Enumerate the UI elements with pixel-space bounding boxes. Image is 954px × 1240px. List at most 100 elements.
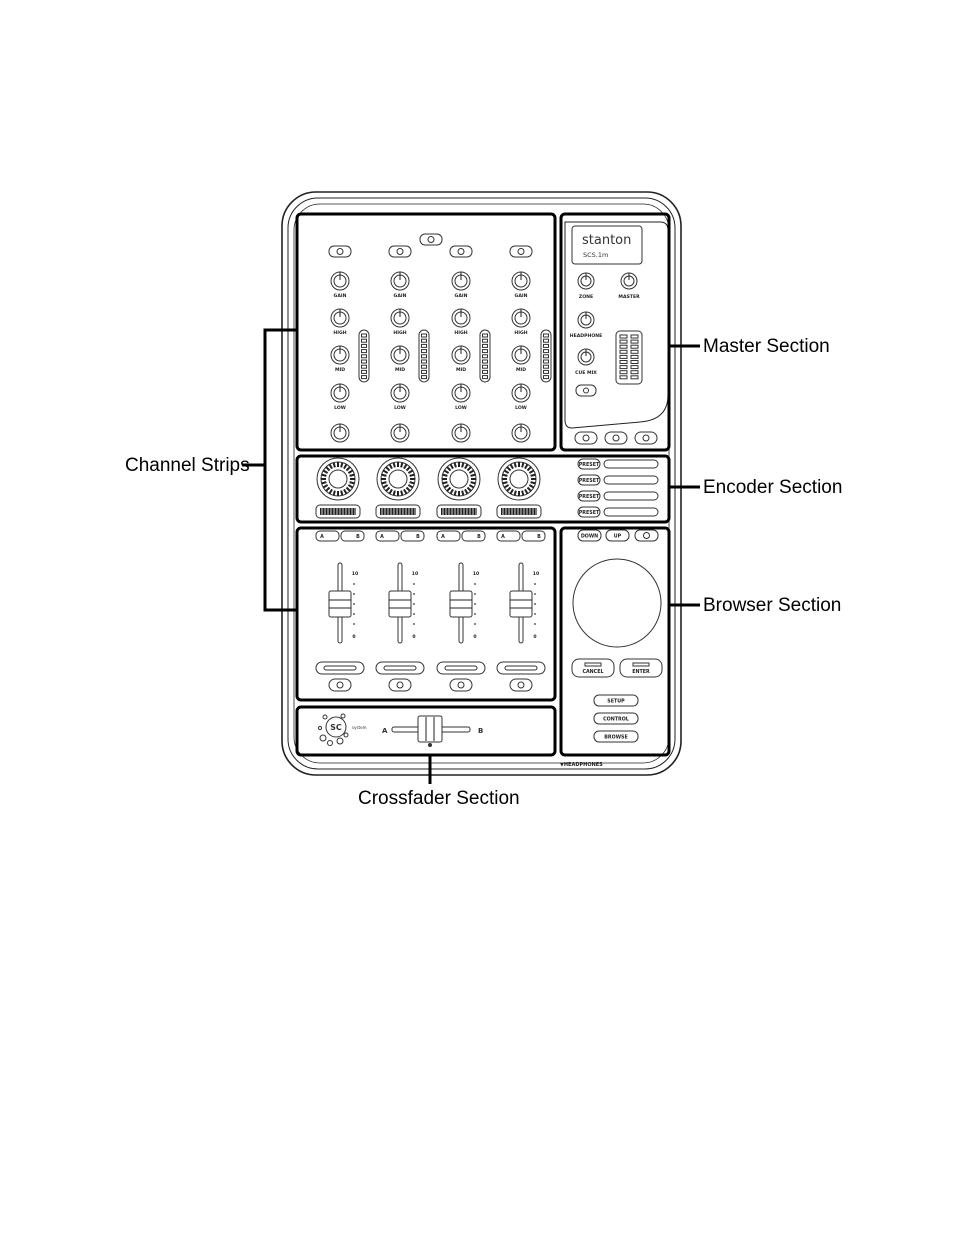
channel-1-knob-label: GAIN	[334, 293, 347, 299]
model-text: SCS.1m	[583, 251, 608, 259]
preset-button-1[interactable]	[577, 458, 601, 470]
channel-1-knob-3[interactable]	[330, 345, 350, 365]
channel-4-b-label: B	[537, 534, 541, 540]
channel-2-fader-knob[interactable]	[388, 590, 412, 618]
channel-2-knob-label: HIGH	[393, 330, 406, 336]
setup-label: SETUP	[607, 699, 625, 705]
channel-2-knob-label: LOW	[394, 405, 406, 411]
encoder-1[interactable]	[316, 457, 360, 501]
channel-2-b-button[interactable]	[400, 530, 425, 542]
zone-knob[interactable]	[577, 272, 595, 290]
cancel-label: CANCEL	[582, 669, 603, 675]
channel-3-knob-2[interactable]	[451, 308, 471, 328]
channel-1-knob-label: MID	[335, 367, 345, 373]
channel-3-knob-5[interactable]	[451, 423, 471, 443]
crossfader-area: SC system A B	[317, 713, 483, 747]
down-button[interactable]	[577, 529, 602, 542]
channel-1-a-button[interactable]	[315, 530, 340, 542]
channel-faders-outline	[295, 526, 557, 702]
channel-2-knob-3[interactable]	[390, 345, 410, 365]
channel-3-fader-knob[interactable]	[449, 590, 473, 618]
crossfader-knob[interactable]	[417, 715, 443, 743]
up-label: UP	[614, 534, 622, 540]
channel-3-a-label: A	[441, 534, 445, 540]
channel-4-knob-5[interactable]	[511, 423, 531, 443]
channel-3-knob-label: GAIN	[455, 293, 468, 299]
channel-4-knob-1[interactable]	[511, 271, 531, 291]
channel-4-knob-4[interactable]	[511, 383, 531, 403]
browser-outline	[559, 526, 671, 757]
channel-2-a-button[interactable]	[375, 530, 400, 542]
enter-button[interactable]	[619, 658, 663, 678]
browser-section-label: Browser Section	[703, 595, 841, 616]
preset-label-3: PRESET	[579, 494, 600, 500]
control-button[interactable]	[593, 712, 639, 725]
encoder-3[interactable]	[437, 457, 481, 501]
channel-4-b-button[interactable]	[521, 530, 546, 542]
setup-button[interactable]	[593, 694, 639, 707]
browse-label: BROWSE	[604, 735, 627, 741]
channel-2-knob-4[interactable]	[390, 383, 410, 403]
channel-3-knob-3[interactable]	[451, 345, 471, 365]
channel-1-knob-2[interactable]	[330, 308, 350, 328]
channel-4-fader-knob[interactable]	[509, 590, 533, 618]
channel-2-knob-5[interactable]	[390, 423, 410, 443]
channel-4-a-button[interactable]	[496, 530, 521, 542]
control-label: CONTROL	[603, 717, 629, 723]
cue-mix-label: CUE MIX	[575, 370, 597, 376]
channel-3-a-button[interactable]	[436, 530, 461, 542]
cancel-button[interactable]	[571, 658, 615, 678]
channel-2-knob-label: MID	[395, 367, 405, 373]
preset-button-3[interactable]	[577, 490, 601, 502]
channel-2-fader: 100	[388, 562, 418, 644]
channel-1-scale-top: 10	[352, 571, 358, 577]
channel-1-scale-bottom: 0	[352, 634, 355, 640]
channel-4-knob-2[interactable]	[511, 308, 531, 328]
channel-1-fader-knob[interactable]	[328, 590, 352, 618]
channel-1-b-button[interactable]	[340, 530, 365, 542]
up-button[interactable]	[605, 529, 630, 542]
channel-1-b-label: B	[356, 534, 360, 540]
preset-label-2: PRESET	[579, 478, 600, 484]
channel-4-scale-bottom: 0	[533, 634, 536, 640]
section-outlines	[295, 212, 671, 757]
channel-2-knob-2[interactable]	[390, 308, 410, 328]
brand-text: stanton	[582, 233, 631, 248]
channel-3-knob-4[interactable]	[451, 383, 471, 403]
preset-button-2[interactable]	[577, 474, 601, 486]
encoder-4[interactable]	[497, 457, 541, 501]
encoder-section-label: Encoder Section	[703, 477, 842, 498]
encoder-4-display	[496, 504, 542, 519]
channel-2-scale-bottom: 0	[412, 634, 415, 640]
master-outline	[559, 212, 671, 452]
down-label: DOWN	[581, 534, 598, 540]
channel-4-knob-3[interactable]	[511, 345, 531, 365]
brand-display	[571, 225, 643, 265]
browse-button[interactable]	[593, 730, 639, 743]
encoder-3-display	[436, 504, 482, 519]
preset-display-1	[603, 459, 659, 469]
headphone-knob[interactable]	[577, 311, 595, 329]
channel-3-b-button[interactable]	[461, 530, 486, 542]
preset-button-4[interactable]	[577, 506, 601, 518]
channel-3-scale-bottom: 0	[473, 634, 476, 640]
encoder-2[interactable]	[376, 457, 420, 501]
channel-1-knob-1[interactable]	[330, 271, 350, 291]
channel-1-a-label: A	[320, 534, 324, 540]
channel-3-knob-label: HIGH	[454, 330, 467, 336]
cue-mix-knob[interactable]	[577, 348, 595, 366]
channel-1-knob-4[interactable]	[330, 383, 350, 403]
channel-3-knob-1[interactable]	[451, 271, 471, 291]
channel-2-b-label: B	[416, 534, 420, 540]
master-knob[interactable]	[620, 272, 638, 290]
channel-1-fader: 10 0	[328, 562, 358, 644]
preset-display-4	[603, 507, 659, 517]
channel-4-knob-label: LOW	[515, 405, 527, 411]
browse-wheel[interactable]	[572, 558, 662, 648]
channel-2-knob-1[interactable]	[390, 271, 410, 291]
channel-1-knob-5[interactable]	[330, 423, 350, 443]
